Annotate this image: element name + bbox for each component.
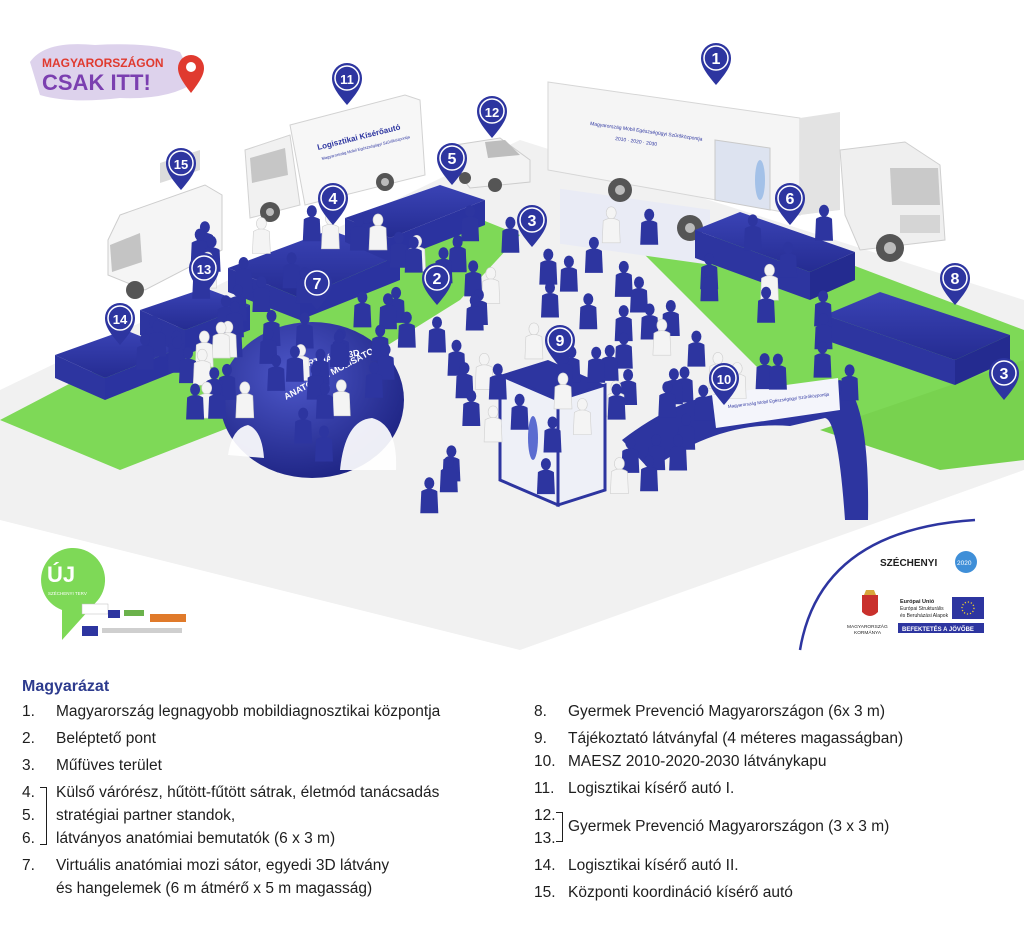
legend-item-7: 7.Virtuális anatómiai mozi sátor, egyedi…	[22, 857, 390, 874]
map-marker-11: 11	[331, 62, 363, 106]
legend-right-column: 8.Gyermek Prevenció Magyarországon (6x 3…	[534, 700, 1004, 904]
svg-text:MAGYARORSZÁG: MAGYARORSZÁG	[847, 623, 888, 630]
svg-text:10: 10	[717, 372, 731, 387]
szechenyi-2020-block: SZÉCHENYI 2020 MAGYARORSZÁG KORMÁNYA Eur…	[798, 518, 984, 651]
svg-text:6: 6	[786, 191, 795, 208]
legend-item-2: 2.Beléptető pont	[22, 730, 156, 747]
legend-title: Magyarázat	[22, 678, 110, 695]
eu-flag-icon	[952, 597, 984, 619]
svg-text:1: 1	[712, 51, 721, 68]
tent-6	[695, 212, 855, 300]
svg-text:ÚJ: ÚJ	[47, 562, 75, 587]
map-marker-10: 10	[708, 362, 740, 406]
legend-item-9: 9.Tájékoztató látványfal (4 méteres maga…	[534, 730, 904, 747]
svg-text:11: 11	[340, 72, 354, 87]
legend-bracket	[40, 787, 47, 845]
legend-group-12-13: 12. 13. Gyermek Prevenció Magyarországon…	[534, 807, 890, 847]
map-marker-13: 13	[188, 252, 220, 296]
partner-logos-strip	[81, 603, 186, 636]
legend-item-7-cont: és hangelemek (6 m átmérő x 5 m magasság…	[56, 880, 373, 897]
event-site-map: Magyarország Mobil Egészségügyi Szűrőköz…	[0, 42, 1024, 651]
legend-bracket	[556, 812, 563, 842]
legend-group-4-6: 4. 5. 6. Külső várórész, hűtött-fűtött s…	[22, 784, 440, 847]
legend-item-3: 3.Műfüves terület	[22, 757, 162, 774]
svg-text:4: 4	[329, 191, 338, 208]
map-marker-2: 2	[421, 262, 453, 306]
svg-text:14: 14	[113, 312, 128, 327]
svg-text:3: 3	[528, 213, 537, 230]
svg-text:15: 15	[174, 157, 188, 172]
svg-text:BEFEKTETÉS A JÖVŐBE: BEFEKTETÉS A JÖVŐBE	[902, 625, 974, 633]
map-marker-15: 15	[165, 147, 197, 191]
svg-text:5: 5	[448, 151, 457, 168]
tent-8	[825, 292, 1010, 385]
map-marker-3: 3	[988, 357, 1020, 401]
svg-text:3: 3	[1000, 366, 1009, 383]
svg-text:8: 8	[951, 271, 960, 288]
map-marker-9: 9	[544, 324, 576, 368]
map-marker-3: 3	[516, 204, 548, 248]
svg-text:és Beruházási Alapok: és Beruházási Alapok	[900, 613, 949, 619]
map-marker-7: 7	[301, 267, 333, 311]
map-marker-8: 8	[939, 262, 971, 306]
map-marker-4: 4	[317, 182, 349, 226]
map-marker-1: 1	[700, 42, 732, 86]
pickup-15	[454, 137, 531, 192]
svg-text:2010 · 2020 · 2030: 2010 · 2020 · 2030	[615, 136, 658, 148]
turf-far-right	[820, 360, 1024, 470]
legend-item-8: 8.Gyermek Prevenció Magyarországon (6x 3…	[534, 703, 886, 720]
svg-text:KORMÁNYA: KORMÁNYA	[854, 629, 882, 636]
person-figure	[252, 217, 271, 254]
location-pin-icon	[178, 55, 204, 93]
uj-szechenyi-badge: ÚJ SZÉCHENYI TERV	[41, 547, 106, 640]
truck-11: Logisztikai Kísérőautó Magyarország Mobi…	[244, 94, 426, 222]
svg-text:Európai Strukturális: Európai Strukturális	[900, 606, 944, 612]
svg-text:13: 13	[197, 262, 211, 277]
map-marker-6: 6	[774, 182, 806, 226]
legend-item-14: 14.Logisztikai kísérő autó II.	[534, 857, 739, 874]
hungary-coat-of-arms-icon	[862, 590, 878, 616]
svg-text:Európai Unió: Európai Unió	[900, 599, 935, 605]
legend-item-10: 10.MAESZ 2010-2020-2030 látványkapu	[534, 753, 827, 770]
map-marker-12: 12	[476, 95, 508, 139]
svg-text:7: 7	[313, 276, 322, 293]
svg-text:SZÉCHENYI TERV: SZÉCHENYI TERV	[48, 590, 87, 596]
person-figure	[302, 205, 321, 242]
svg-text:SZÉCHENYI: SZÉCHENYI	[880, 556, 937, 569]
svg-text:12: 12	[485, 105, 499, 120]
map-marker-14: 14	[104, 302, 136, 346]
legend-item-15: 15.Központi koordináció kísérő autó	[534, 884, 793, 901]
svg-text:9: 9	[556, 333, 565, 350]
svg-text:2020: 2020	[957, 560, 972, 567]
svg-text:2: 2	[433, 271, 442, 288]
legend-left-column: 1.Magyarország legnagyobb mobildiagnoszt…	[22, 700, 517, 900]
legend-item-11: 11.Logisztikai kísérő autó I.	[534, 780, 735, 797]
legend-item-1: 1.Magyarország legnagyobb mobildiagnoszt…	[22, 703, 441, 720]
map-marker-5: 5	[436, 142, 468, 186]
svg-text:CSAK ITT!: CSAK ITT!	[42, 70, 151, 95]
szechenyi-2020-icon	[955, 551, 977, 573]
brand-logo: MAGYARORSZÁGON CSAK ITT!	[30, 44, 204, 101]
svg-text:MAGYARORSZÁGON: MAGYARORSZÁGON	[42, 55, 164, 70]
